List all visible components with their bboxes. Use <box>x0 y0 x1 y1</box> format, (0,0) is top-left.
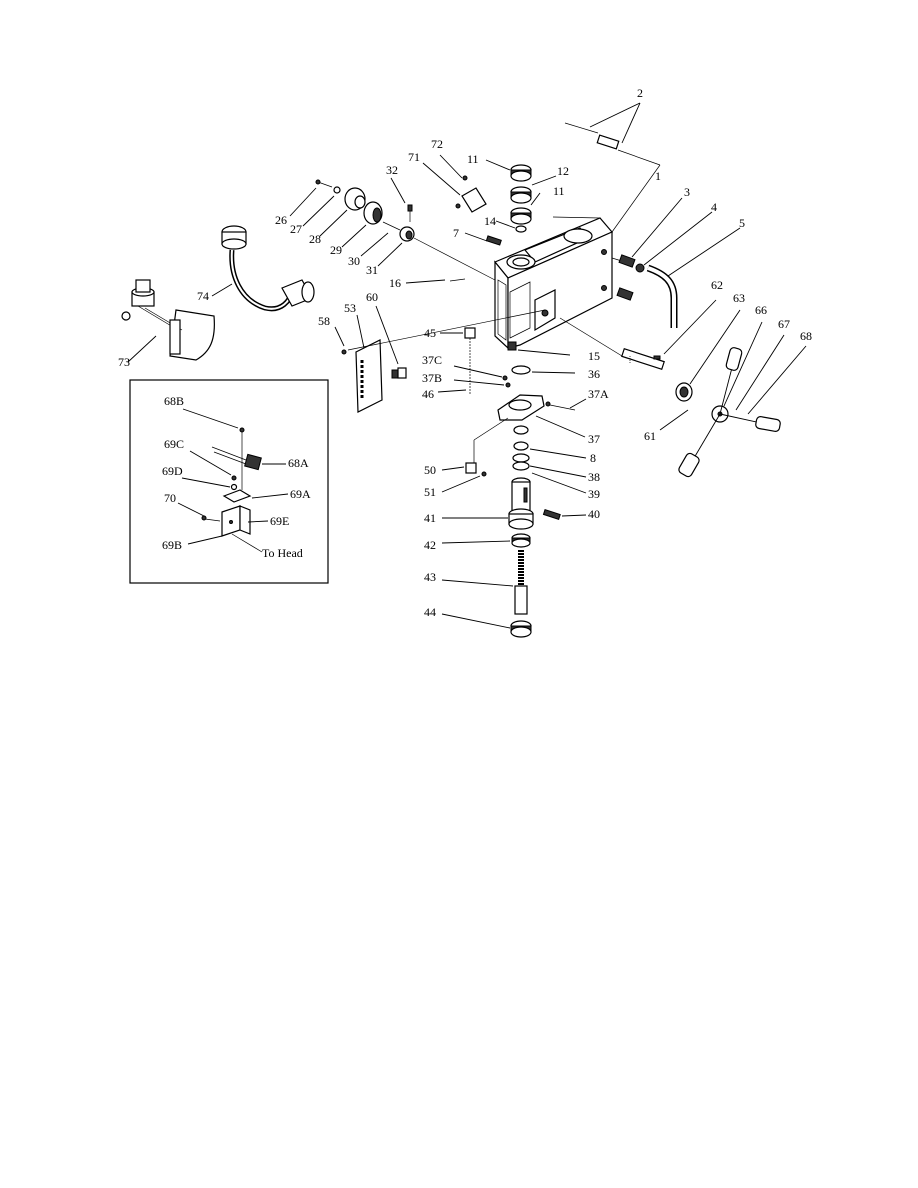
label-51: 51 <box>424 485 436 499</box>
label-71: 71 <box>408 150 420 164</box>
label-27: 27 <box>290 222 302 236</box>
part-labels: 2 1 3 4 5 72 71 11 12 11 14 7 32 26 27 2… <box>118 86 812 619</box>
label-8: 8 <box>590 451 596 465</box>
label-53: 53 <box>344 301 356 315</box>
label-46: 46 <box>422 387 434 401</box>
label-30: 30 <box>348 254 360 268</box>
label-44: 44 <box>424 605 436 619</box>
label-31: 31 <box>366 263 378 277</box>
label-4: 4 <box>711 200 717 214</box>
label-68a: 68A <box>288 456 309 470</box>
quill-stack <box>437 327 587 638</box>
label-37: 37 <box>588 432 600 446</box>
label-66: 66 <box>755 303 767 317</box>
inset-labels: 68B 69C 68A 69D 69A 70 69E 69B To Head <box>162 394 311 560</box>
bearing-stack <box>485 159 557 233</box>
label-69c: 69C <box>164 437 184 451</box>
label-37a: 37A <box>588 387 609 401</box>
label-45: 45 <box>424 326 436 340</box>
label-to-head: To Head <box>262 546 303 560</box>
label-28: 28 <box>309 232 321 246</box>
label-41: 41 <box>424 511 436 525</box>
label-67: 67 <box>778 317 790 331</box>
label-37c: 37C <box>422 353 442 367</box>
label-63: 63 <box>733 291 745 305</box>
left-shaft-assembly <box>289 177 496 281</box>
part-73-bracket <box>121 279 215 363</box>
label-11-mid: 11 <box>553 184 565 198</box>
label-40: 40 <box>588 507 600 521</box>
label-3: 3 <box>684 185 690 199</box>
label-7: 7 <box>453 226 459 240</box>
label-72: 72 <box>431 137 443 151</box>
label-70: 70 <box>164 491 176 505</box>
label-32: 32 <box>386 163 398 177</box>
inset-box <box>129 379 329 584</box>
label-38: 38 <box>588 470 600 484</box>
label-60: 60 <box>366 290 378 304</box>
label-11-top: 11 <box>467 152 479 166</box>
label-69e: 69E <box>270 514 289 528</box>
label-74: 74 <box>197 289 209 303</box>
part-16-pin <box>405 278 466 284</box>
label-1: 1 <box>655 169 661 183</box>
label-69b: 69B <box>162 538 182 552</box>
label-68b: 68B <box>164 394 184 408</box>
label-36: 36 <box>588 367 600 381</box>
part-2-pins <box>552 102 661 233</box>
label-12: 12 <box>557 164 569 178</box>
part-74-cord <box>211 225 315 312</box>
part-3-4-5-handle <box>611 197 741 328</box>
label-14: 14 <box>484 214 496 228</box>
part-71-72-plate <box>422 154 487 213</box>
label-61: 61 <box>644 429 656 443</box>
label-26: 26 <box>275 213 287 227</box>
label-43: 43 <box>424 570 436 584</box>
label-62: 62 <box>711 278 723 292</box>
label-16: 16 <box>389 276 401 290</box>
part-7-screw <box>464 232 502 246</box>
feed-handle-assembly <box>559 299 807 478</box>
label-69a: 69A <box>290 487 311 501</box>
label-73: 73 <box>118 355 130 369</box>
label-5: 5 <box>739 216 745 230</box>
label-58: 58 <box>318 314 330 328</box>
label-50: 50 <box>424 463 436 477</box>
label-42: 42 <box>424 538 436 552</box>
label-29: 29 <box>330 243 342 257</box>
label-37b: 37B <box>422 371 442 385</box>
label-68: 68 <box>800 329 812 343</box>
label-2: 2 <box>637 86 643 100</box>
label-39: 39 <box>588 487 600 501</box>
label-69d: 69D <box>162 464 183 478</box>
label-15: 15 <box>588 349 600 363</box>
head-casting <box>494 217 613 350</box>
part-53-plate <box>334 305 546 413</box>
